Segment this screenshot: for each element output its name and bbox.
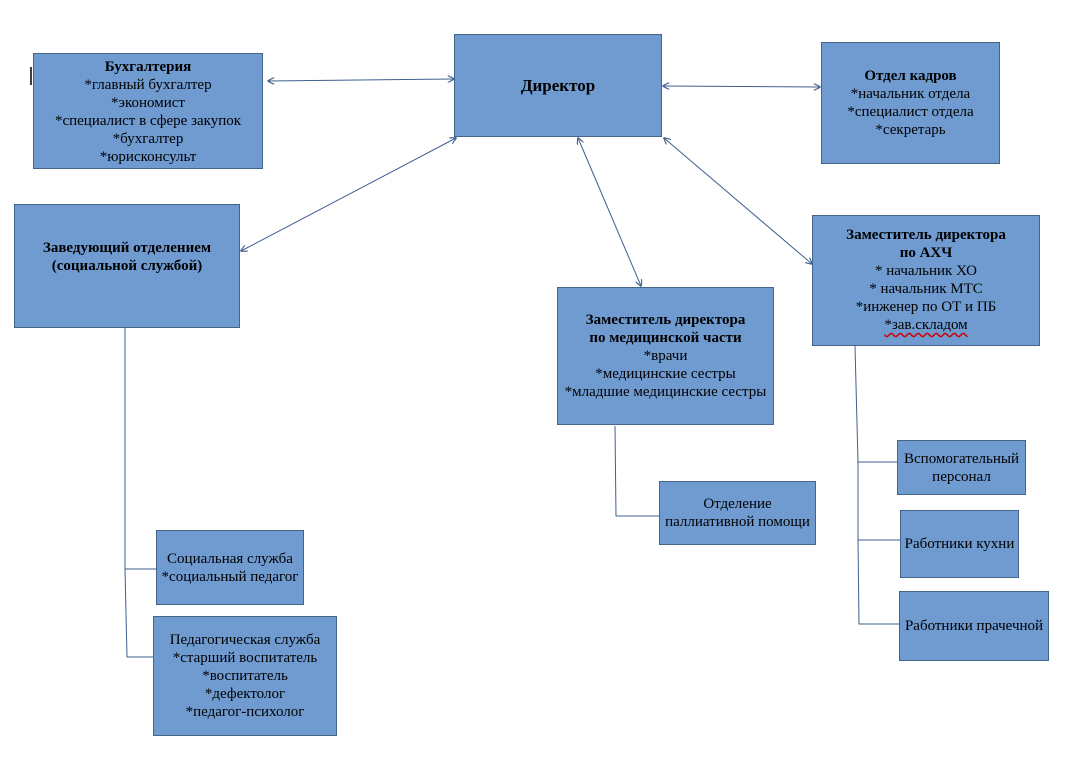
link-ahch-deputy-kitchen-staff	[857, 462, 900, 541]
social-service-title: Социальная служба	[167, 550, 293, 567]
ahch-deputy-item: *зав.складом	[884, 317, 968, 333]
kitchen-staff-label: Работники кухни	[904, 536, 1015, 552]
pedagogical-service-item: *воспитатель	[202, 668, 288, 684]
ahch-deputy-subtitle: по АХЧ	[899, 245, 953, 261]
link-medical-deputy-palliative	[614, 425, 659, 517]
ahch-deputy-title: Заместитель директора	[846, 227, 1006, 243]
accounting-item: *специалист в сфере закупок	[54, 113, 242, 129]
accounting-item: *экономист	[111, 95, 185, 111]
palliative-subtitle: паллиативной помощи	[665, 514, 810, 530]
social-head-box: Заведующий отделением (социальной службо…	[14, 204, 240, 328]
director-box: Директор	[454, 34, 662, 137]
accounting-item: *юрисконсульт	[99, 149, 197, 165]
hr-item: *специалист отдела	[847, 104, 974, 120]
medical-deputy-item: *врачи	[643, 348, 688, 364]
ahch-deputy-item: * начальник МТС	[869, 281, 983, 297]
support-staff-box: Вспомогательный персонал	[897, 440, 1026, 495]
link-social-head-pedagogical-service	[124, 568, 153, 658]
support-staff-title: Вспомогательный	[904, 450, 1019, 467]
director-title: Директор	[520, 75, 596, 95]
accounting-title: Бухгалтерия	[104, 59, 192, 75]
hr-box: Отдел кадров *начальник отдела *специали…	[821, 42, 1000, 164]
hr-item: *начальник отдела	[850, 86, 971, 102]
hr-item: *секретарь	[875, 122, 946, 138]
ahch-deputy-box: Заместитель директора по АХЧ * начальник…	[812, 215, 1040, 346]
accounting-item: *главный бухгалтер	[84, 77, 212, 93]
pedagogical-service-title: Педагогическая служба	[169, 632, 321, 648]
arrow-director-hr	[663, 86, 820, 87]
medical-deputy-item: *младшие медицинские сестры	[564, 384, 767, 400]
arrow-director-ahch-deputy	[664, 138, 812, 264]
pedagogical-service-item: *дефектолог	[204, 686, 286, 702]
palliative-title: Отделение	[703, 496, 772, 512]
accounting-item: *бухгалтер	[112, 131, 184, 147]
social-head-title: Заведующий отделением	[42, 240, 212, 256]
medical-deputy-title: Заместитель директора	[585, 312, 746, 328]
link-social-head-social-service	[124, 328, 156, 570]
ahch-deputy-item: *инженер по ОТ и ПБ	[855, 299, 997, 315]
social-head-subtitle: (социальной службой)	[51, 258, 203, 274]
hr-title: Отдел кадров	[864, 68, 957, 84]
pedagogical-service-item: *педагог-психолог	[185, 704, 305, 720]
arrow-director-accounting	[268, 79, 454, 81]
medical-deputy-box: Заместитель директора по медицинской час…	[557, 287, 774, 425]
medical-deputy-subtitle: по медицинской части	[589, 330, 742, 346]
arrow-director-social-head	[241, 138, 456, 251]
palliative-box: Отделение паллиативной помощи	[659, 481, 816, 545]
ahch-deputy-item: * начальник ХО	[875, 263, 977, 279]
social-service-item: *социальный педагог	[161, 568, 299, 585]
medical-deputy-item: *медицинские сестры	[595, 366, 736, 382]
accounting-box: Бухгалтерия *главный бухгалтер *экономис…	[33, 53, 263, 169]
link-ahch-deputy-support-staff	[854, 345, 897, 463]
support-staff-subtitle: персонал	[932, 468, 991, 485]
kitchen-staff-box: Работники кухни	[900, 510, 1019, 578]
link-ahch-deputy-laundry-staff	[857, 539, 899, 625]
pedagogical-service-item: *старший воспитатель	[172, 650, 318, 666]
laundry-staff-label: Работники прачечной	[904, 618, 1044, 634]
arrow-director-medical-deputy	[578, 138, 641, 286]
social-service-box: Социальная служба *социальный педагог	[156, 530, 304, 605]
laundry-staff-box: Работники прачечной	[899, 591, 1049, 661]
pedagogical-service-box: Педагогическая служба *старший воспитате…	[153, 616, 337, 736]
